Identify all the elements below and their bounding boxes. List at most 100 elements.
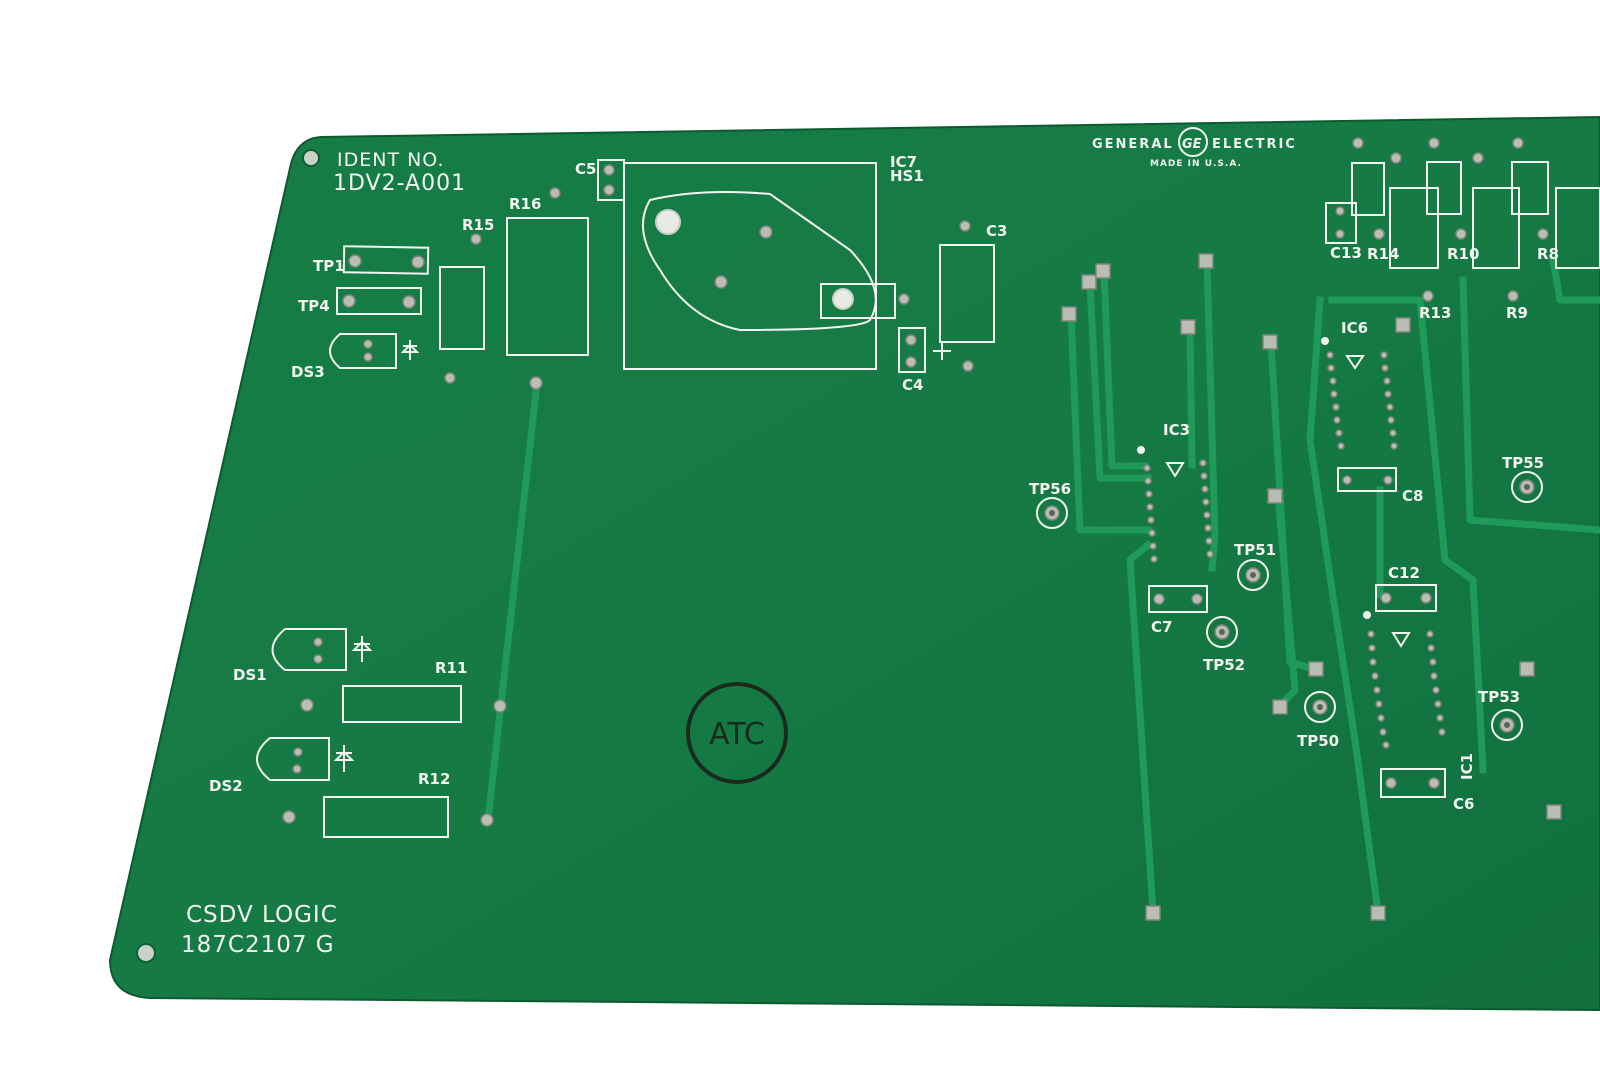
atc-stamp-text: ATC xyxy=(709,717,765,752)
r11-outline xyxy=(342,685,462,723)
maker-text: GENERAL xyxy=(1092,137,1174,152)
c8-pad xyxy=(1383,475,1393,485)
r16-pad xyxy=(529,376,543,390)
ic7-pad xyxy=(898,293,910,305)
made-in-text: MADE IN U.S.A. xyxy=(1150,159,1242,169)
ident-value: 1DV2-A001 xyxy=(333,171,466,196)
ds3-pad xyxy=(363,352,373,362)
ic7-pad xyxy=(714,275,728,289)
mounting-hole xyxy=(302,149,320,167)
c5-pad xyxy=(603,164,615,176)
r16-outline xyxy=(506,217,589,356)
tp50-label: TP50 xyxy=(1297,732,1339,750)
ic1-footprint xyxy=(1363,611,1446,749)
ic1-label: IC1 xyxy=(1458,753,1476,780)
r9-label: R9 xyxy=(1506,304,1528,322)
ident-label: IDENT NO. xyxy=(337,149,445,171)
c3-pad xyxy=(959,220,971,232)
c3-pad xyxy=(962,360,974,372)
tp51-testpoint xyxy=(1237,559,1269,591)
r15-pad xyxy=(470,233,482,245)
tp55-testpoint xyxy=(1511,471,1543,503)
ds1-label: DS1 xyxy=(233,666,267,684)
c7-outline xyxy=(1148,585,1208,613)
r8-label: R8 xyxy=(1537,245,1559,263)
tp56-label: TP56 xyxy=(1029,480,1071,498)
tp1-label: TP1 xyxy=(313,257,345,275)
tp1-pad xyxy=(411,255,425,269)
ic6-label: IC6 xyxy=(1341,319,1368,337)
r12-pad xyxy=(480,813,494,827)
ge-logo-icon xyxy=(1178,127,1208,157)
heatsink-mount-hole xyxy=(832,288,854,310)
r12-outline xyxy=(323,796,449,838)
tp4-pad xyxy=(342,294,356,308)
tp1-outline xyxy=(342,245,430,275)
r10-label: R10 xyxy=(1447,245,1479,263)
c12-outline xyxy=(1375,584,1437,612)
c3-label: C3 xyxy=(986,222,1007,240)
board-part-number: 187C2107 G xyxy=(181,932,335,958)
r16-label: R16 xyxy=(509,195,541,213)
tp4-pad xyxy=(402,295,416,309)
c12-pad xyxy=(1380,592,1392,604)
diode-symbol-icon xyxy=(400,340,420,360)
diode-symbol-icon xyxy=(351,636,373,662)
tp50-testpoint xyxy=(1304,691,1336,723)
r15-outline xyxy=(439,266,485,350)
c12-pad xyxy=(1420,592,1432,604)
c3-outline xyxy=(939,244,995,343)
c8-outline xyxy=(1337,467,1397,492)
c7-pad xyxy=(1153,593,1165,605)
heatsink-mount-hole xyxy=(655,209,681,235)
polarity-plus-icon xyxy=(933,342,951,360)
c4-pad xyxy=(905,334,917,346)
tp52-testpoint xyxy=(1206,616,1238,648)
ds1-outline xyxy=(271,628,347,671)
ic7-heatsink-outline xyxy=(623,162,877,370)
ic7-to3-outline xyxy=(642,191,877,332)
ic7-pad xyxy=(759,225,773,239)
ic6-footprint xyxy=(1321,337,1398,450)
tp1-pad xyxy=(348,254,362,268)
r12-label: R12 xyxy=(418,770,450,788)
r15-pad xyxy=(444,372,456,384)
tp4-label: TP4 xyxy=(298,297,330,315)
square-pads xyxy=(1061,253,1562,921)
ic3-label: IC3 xyxy=(1163,421,1190,439)
tp56-testpoint xyxy=(1036,497,1068,529)
board-substrate xyxy=(108,115,1600,1012)
resistor-bank xyxy=(1325,137,1600,302)
copper-traces xyxy=(484,255,1600,916)
c4-outline xyxy=(898,327,926,373)
ds2-pad xyxy=(293,747,303,757)
maker-text-2: ELECTRIC xyxy=(1212,137,1297,152)
c6-label: C6 xyxy=(1453,795,1474,813)
hs1-label: HS1 xyxy=(890,167,924,185)
atc-stamp-ring xyxy=(686,682,788,784)
c12-label: C12 xyxy=(1388,564,1420,582)
ds3-label: DS3 xyxy=(291,363,325,381)
c13-label: C13 xyxy=(1330,244,1362,262)
c4-pad xyxy=(905,356,917,368)
c6-outline xyxy=(1380,768,1446,798)
ds2-pad xyxy=(292,764,302,774)
ds2-label: DS2 xyxy=(209,777,243,795)
r11-pad xyxy=(493,699,507,713)
tp4-outline xyxy=(336,287,422,315)
c7-label: C7 xyxy=(1151,618,1172,636)
c7-pad xyxy=(1191,593,1203,605)
r13-label: R13 xyxy=(1419,304,1451,322)
diode-symbol-icon xyxy=(333,745,355,772)
tp51-label: TP51 xyxy=(1234,541,1276,559)
r15-label: R15 xyxy=(462,216,494,234)
c8-label: C8 xyxy=(1402,487,1423,505)
ds3-pad xyxy=(363,339,373,349)
r16-pad xyxy=(549,187,561,199)
ds3-outline xyxy=(329,333,397,369)
mounting-hole xyxy=(136,943,156,963)
c8-pad xyxy=(1342,475,1352,485)
tp52-label: TP52 xyxy=(1203,656,1245,674)
r14-label: R14 xyxy=(1367,245,1399,263)
